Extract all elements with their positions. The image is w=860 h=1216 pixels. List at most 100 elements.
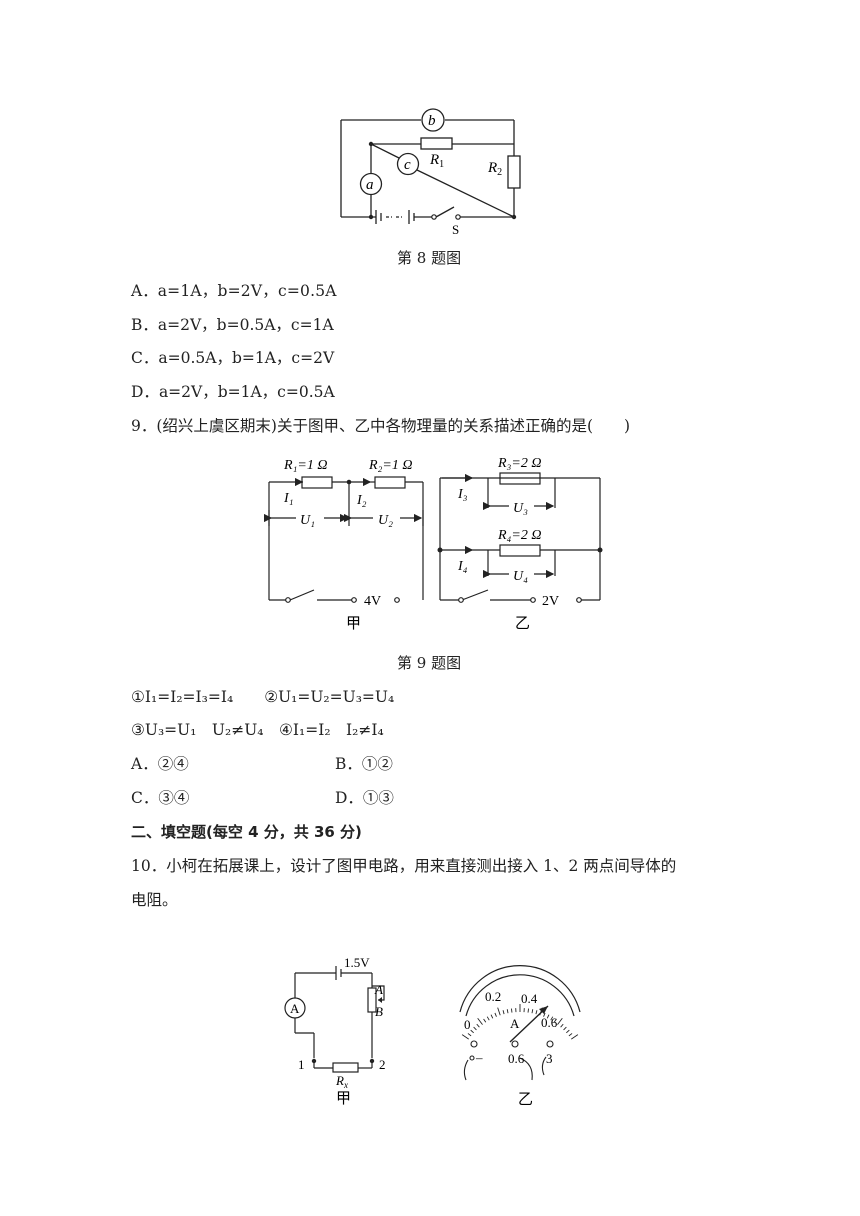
point-2-label: 2: [379, 1057, 386, 1072]
ammeter-symbol: A: [290, 1001, 300, 1016]
dial-tick-mark: [571, 1034, 579, 1040]
q9-option-d[interactable]: D．①③: [335, 789, 394, 807]
jia-r1-label: R₁=1 Ω: [283, 458, 328, 473]
rx-label: R: [335, 1073, 344, 1088]
r1-label: R: [429, 152, 439, 168]
q10-circuit-diagram: 1.5V A B A 1 2 Rx 甲: [284, 955, 386, 1107]
dial-tick-mark: [473, 1026, 477, 1031]
q8-option-a[interactable]: A．a=1A，b=2V，c=0.5A: [131, 280, 337, 302]
dial-tick-mark: [461, 1034, 469, 1040]
jia-voltage-label: 4V: [364, 594, 381, 609]
dial-tick-mark: [483, 1018, 487, 1023]
r2-label: R: [487, 160, 497, 176]
q8-option-c-text: a=0.5A，b=1A，c=2V: [158, 349, 335, 367]
dial-tick-mark: [506, 1009, 509, 1014]
q8-option-d[interactable]: D．a=2V，b=1A，c=0.5A: [131, 381, 335, 403]
q8-option-a-key: A．: [131, 282, 158, 300]
q8-circuit-diagram: b c a R1 R2 S: [340, 108, 521, 236]
rx-sub: x: [343, 1080, 348, 1090]
svg-text:R1: R1: [429, 152, 444, 170]
terminal-06: 0.6: [508, 1051, 525, 1066]
yi-r4-label: R₄=2 Ω: [497, 528, 542, 543]
q8-option-c-key: C．: [131, 349, 159, 367]
yi-voltage-label: 2V: [542, 594, 559, 609]
battery-voltage-label: 1.5V: [344, 955, 370, 970]
meter-b-label: b: [428, 113, 436, 129]
yi-i4-label: I₄: [457, 559, 468, 574]
dial-tick-mark: [490, 1014, 494, 1019]
dial-tick-mark: [546, 1014, 550, 1019]
r1-sub: 1: [439, 159, 444, 170]
q10-stem-line-1: 10．小柯在拓展课上，设计了图甲电路，用来直接测出接入 1、2 两点间导体的: [131, 857, 677, 875]
jia-u2-label: U₂: [378, 513, 393, 528]
q9-circuit-diagram: R₁=1 Ω R₂=1 Ω I₁ I₂ U₁ U₂ R₃=2 Ω R₄=2 Ω …: [263, 456, 603, 632]
q10-stem-line-2: 电阻。: [131, 891, 178, 909]
q9-option-b[interactable]: B．①②: [335, 755, 393, 773]
jia-r2-label: R₂=1 Ω: [368, 458, 413, 473]
dial-tick-mark: [557, 1017, 563, 1025]
dial-tick-mark: [568, 1033, 573, 1037]
r2-sub: 2: [497, 167, 502, 178]
svg-text:R2: R2: [487, 160, 502, 178]
meter-c-label: c: [404, 157, 411, 173]
yi-u3-label: U₃: [513, 501, 528, 516]
svg-text:Rx: Rx: [335, 1073, 348, 1090]
terminal-minus: –: [475, 1050, 483, 1065]
dial-tick-mark: [563, 1026, 567, 1031]
point-1-label: 1: [298, 1057, 305, 1072]
q8-option-a-text: a=1A，b=2V，c=0.5A: [157, 282, 337, 300]
q9-caption: 第 9 题图: [397, 654, 462, 672]
q8-option-b-key: B．: [131, 316, 158, 334]
dial-tick-mark: [502, 1010, 505, 1015]
dial-tick-mark: [527, 1008, 529, 1013]
ammeter-dial-diagram: 0 0.2 0.4 0.6 A – 0.6 3 乙: [459, 965, 581, 1107]
q9-option-a[interactable]: A．②④: [131, 755, 189, 773]
q10-yi-name: 乙: [518, 1092, 533, 1107]
dial-tick-mark: [535, 1010, 538, 1015]
dial-tick-mark: [486, 1016, 490, 1021]
dial-tick-02: 0.2: [485, 989, 501, 1004]
yi-r3-label: R₃=2 Ω: [497, 456, 542, 471]
dial-tick-0: 0: [464, 1017, 471, 1032]
dial-tick-mark: [511, 1008, 513, 1013]
dial-tick-mark: [553, 1018, 557, 1023]
q8-option-b[interactable]: B．a=2V，b=0.5A，c=1A: [131, 314, 334, 336]
jia-name: 甲: [346, 616, 361, 632]
dial-tick-mark: [531, 1009, 534, 1014]
q8-option-d-text: a=2V，b=1A，c=0.5A: [158, 383, 335, 401]
dial-tick-mark: [476, 1023, 480, 1028]
dial-tick-mark: [470, 1029, 474, 1034]
yi-u4-label: U₄: [513, 569, 528, 584]
meter-a-label: a: [366, 177, 374, 193]
q9-stem: 9．(绍兴上虞区期末)关于图甲、乙中各物理量的关系描述正确的是( ): [131, 417, 631, 435]
jia-i1-label: I₁: [283, 491, 294, 506]
dial-tick-mark: [467, 1033, 472, 1037]
jia-i2-label: I₂: [356, 493, 367, 508]
yi-name: 乙: [515, 616, 530, 632]
jia-u1-label: U₁: [300, 513, 315, 528]
q9-statement-1-2: ①I₁=I₂=I₃=I₄ ②U₁=U₂=U₃=U₄: [131, 688, 395, 706]
dial-tick-04: 0.4: [521, 991, 538, 1006]
terminal-3: 3: [546, 1051, 553, 1066]
q8-caption: 第 8 题图: [397, 249, 462, 267]
dial-unit: A: [510, 1016, 520, 1031]
dial-tick-mark: [477, 1017, 483, 1025]
slider-b-label: B: [375, 1004, 383, 1019]
dial-tick-mark: [560, 1023, 564, 1028]
slider-a-label: A: [374, 982, 383, 997]
q8-option-d-key: D．: [131, 383, 159, 401]
q8-option-b-text: a=2V，b=0.5A，c=1A: [157, 316, 334, 334]
q10-jia-name: 甲: [336, 1091, 351, 1107]
dial-tick-mark: [494, 1012, 497, 1017]
switch-s-label: S: [452, 222, 459, 236]
dial-tick-mark: [497, 1007, 501, 1016]
section-2-heading: 二、填空题(每空 4 分，共 36 分): [131, 823, 362, 841]
dial-tick-06: 0.6: [541, 1015, 558, 1030]
dial-tick-mark: [543, 1012, 546, 1017]
dial-tick-mark: [566, 1029, 570, 1034]
yi-i3-label: I₃: [457, 487, 468, 502]
q8-option-c[interactable]: C．a=0.5A，b=1A，c=2V: [131, 347, 334, 369]
q9-statement-3-4: ③U₃=U₁ U₂≠U₄ ④I₁=I₂ I₂≠I₄: [131, 721, 384, 739]
dial-tick-mark: [550, 1016, 554, 1021]
q9-option-c[interactable]: C．③④: [131, 789, 190, 807]
